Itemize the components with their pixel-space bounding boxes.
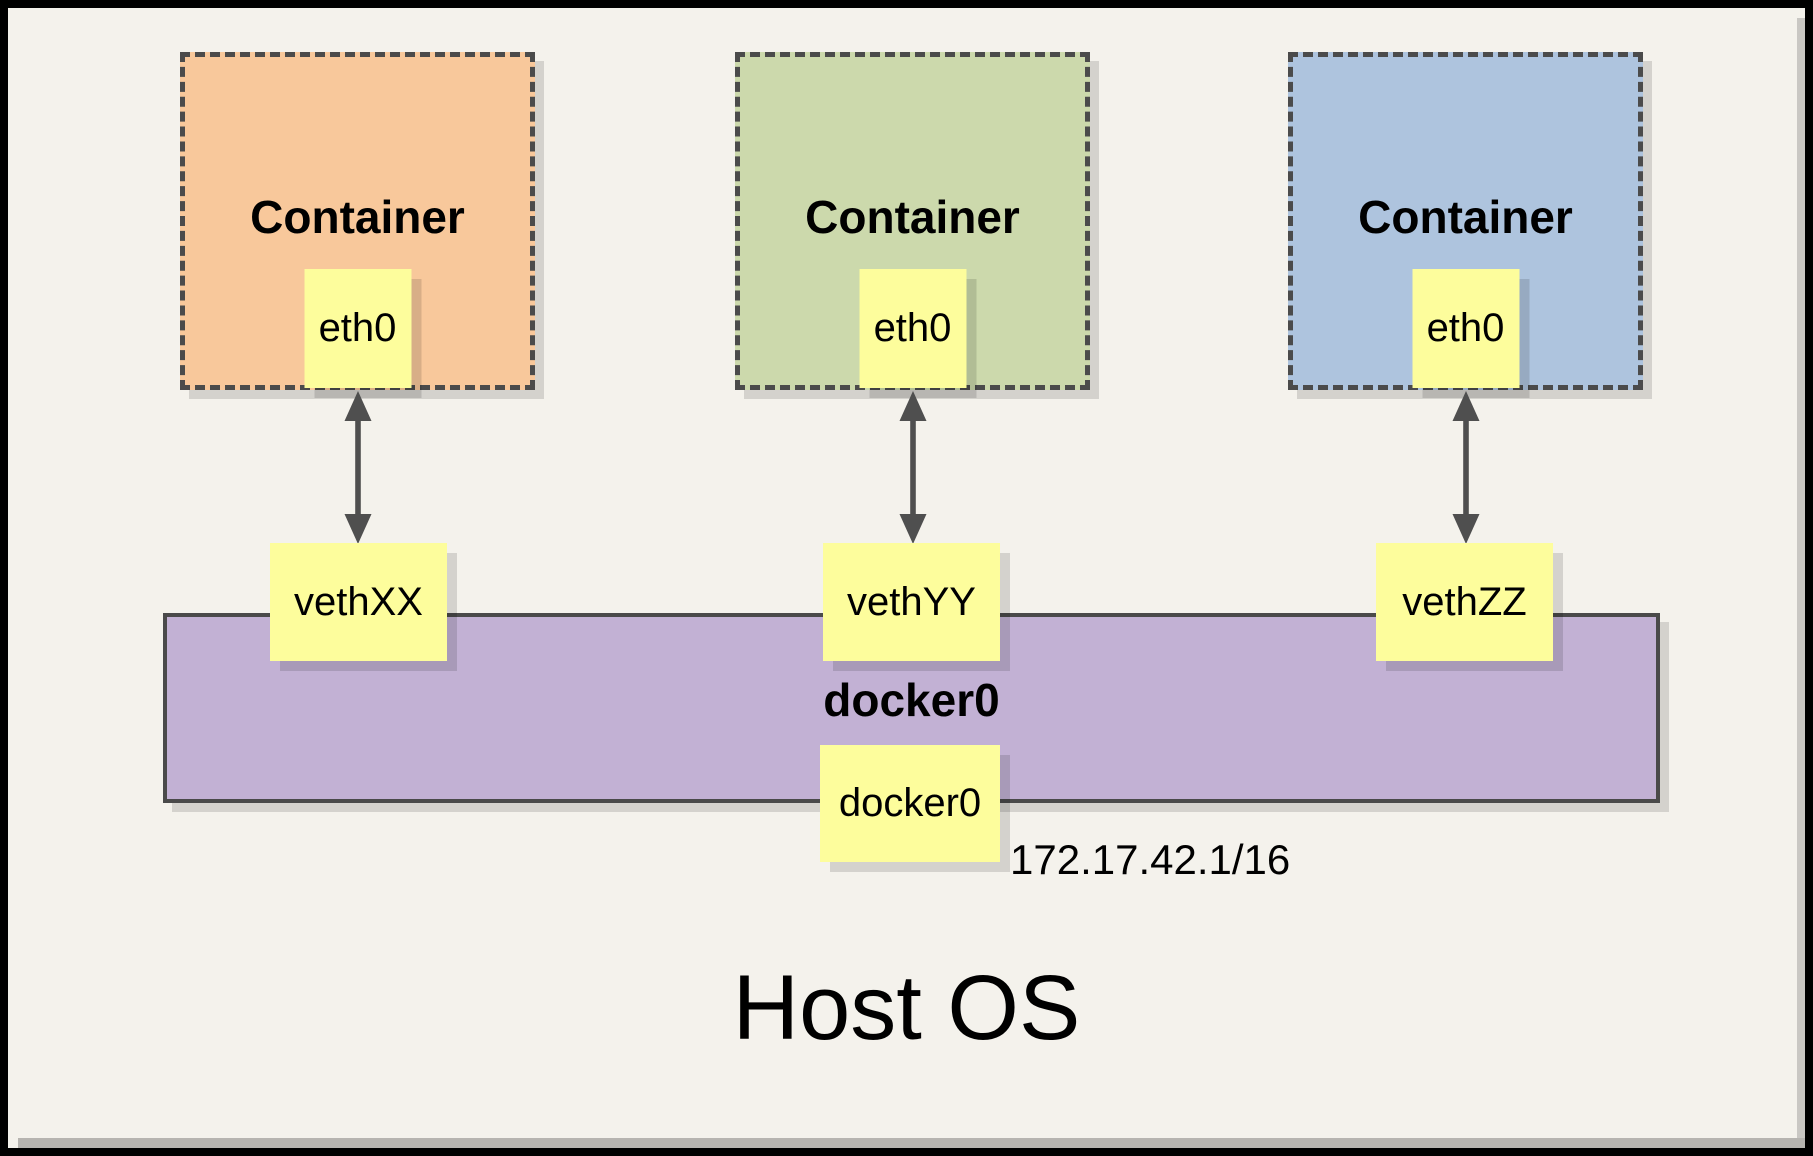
veth-connection-arrow-3 — [1452, 391, 1480, 544]
container-title: Container — [805, 191, 1020, 243]
vethxx-label: vethXX — [294, 579, 423, 624]
bridge-ip-address: 172.17.42.1/16 — [1010, 836, 1291, 883]
container-title: Container — [1358, 191, 1573, 243]
vethzz-label: vethZZ — [1402, 579, 1527, 624]
eth0-label: eth0 — [318, 306, 397, 350]
docker0-interface-box: docker0 — [820, 745, 1000, 862]
eth0-interface-box-1: eth0 — [304, 269, 411, 388]
docker0-bridge-label: docker0 — [823, 674, 1000, 726]
host-os-label: Host OS — [732, 957, 1081, 1059]
eth0-interface-box-3: eth0 — [1412, 269, 1519, 388]
canvas-shadow-right — [1797, 18, 1805, 1148]
container-box-1: Container eth0 — [180, 52, 535, 390]
veth-connection-arrow-1 — [344, 391, 372, 544]
eth0-label: eth0 — [1426, 306, 1505, 350]
vethyy-label: vethYY — [847, 579, 976, 624]
container-box-2: Container eth0 — [735, 52, 1090, 390]
veth-connection-arrow-2 — [899, 391, 927, 544]
container-title: Container — [250, 191, 465, 243]
eth0-label: eth0 — [873, 306, 952, 350]
vethxx-box: vethXX — [270, 543, 447, 661]
canvas-shadow-bottom — [18, 1138, 1805, 1148]
docker0-label: docker0 — [838, 781, 982, 825]
vethzz-box: vethZZ — [1376, 543, 1553, 661]
vethyy-box: vethYY — [823, 543, 1000, 661]
eth0-interface-box-2: eth0 — [859, 269, 966, 388]
container-box-3: Container eth0 — [1288, 52, 1643, 390]
